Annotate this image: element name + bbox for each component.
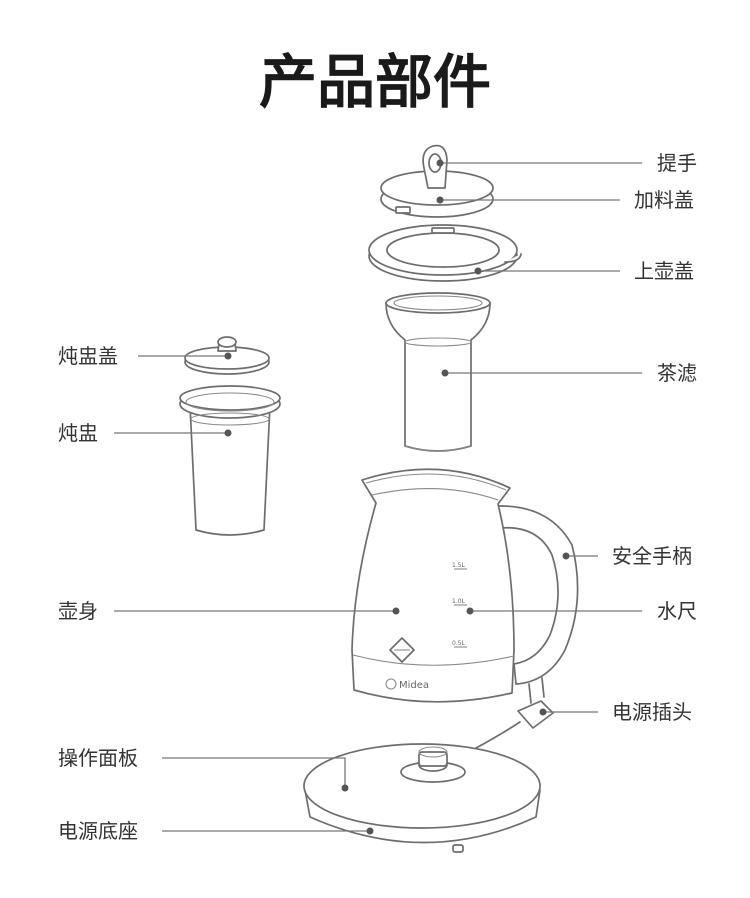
label-tea-filter: 茶滤 [657,361,697,385]
scale-mark-middle: 1.0L [452,598,466,605]
label-stew-cup: 炖盅 [58,421,98,445]
stew-cup-drawing [180,386,280,535]
kettle-body-drawing: 1.5L 1.0L 0.5L Midea [352,469,578,702]
label-feed-lid: 加料盖 [634,188,694,212]
label-stew-cup-lid: 炖盅盖 [58,344,118,368]
label-handle: 提手 [657,151,697,175]
brand-logo-text: Midea [399,680,429,691]
label-upper-lid: 上壶盖 [634,259,694,283]
page-title: 产品部件 [259,48,491,116]
label-control-panel: 操作面板 [58,746,138,770]
scale-mark-bottom: 0.5L [452,640,466,647]
label-power-plug: 电源插头 [612,700,692,724]
label-safety-handle: 安全手柄 [612,544,692,568]
feed-lid-drawing [381,146,493,217]
power-base-drawing [304,744,540,852]
label-water-scale: 水尺 [657,599,697,623]
tea-filter-drawing [386,293,490,451]
label-power-base: 电源底座 [58,819,138,843]
scale-mark-top: 1.5L [452,562,466,569]
upper-lid-drawing [369,225,521,281]
label-kettle-body: 壶身 [58,599,98,623]
